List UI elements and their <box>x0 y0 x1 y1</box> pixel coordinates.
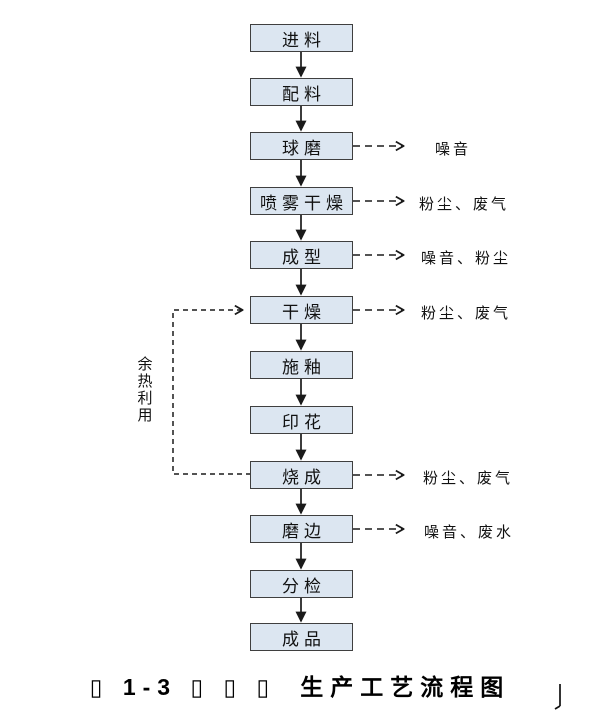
flow-step-box: 球磨 <box>250 132 353 160</box>
flow-step-box: 印花 <box>250 406 353 434</box>
flow-step-box: 干燥 <box>250 296 353 324</box>
flow-step-box: 磨边 <box>250 515 353 543</box>
flow-step-label: 烧成 <box>282 467 326 487</box>
emission-label: 噪音、废水 <box>424 525 515 541</box>
flow-step-label: 球磨 <box>282 138 326 158</box>
figure-caption: ▯ 1-3 ▯ ▯ ▯ 生产工艺流程图 <box>0 668 600 702</box>
flow-step-box: 进料 <box>250 24 353 52</box>
waste-heat-loop-label: 余热利用 <box>137 357 153 424</box>
flow-step-box: 分检 <box>250 570 353 598</box>
flow-step-box: 成品 <box>250 623 353 651</box>
flow-step-box: 施釉 <box>250 351 353 379</box>
flow-step-box: 烧成 <box>250 461 353 489</box>
emission-label: 噪音 <box>435 142 472 158</box>
emission-label: 粉尘、废气 <box>423 471 514 487</box>
flow-step-box: 成型 <box>250 241 353 269</box>
flow-step-box: 配料 <box>250 78 353 106</box>
figure-caption-title: 生产工艺流程图 <box>300 675 511 700</box>
emission-label: 粉尘、废气 <box>419 197 510 213</box>
flow-step-label: 印花 <box>282 412 326 432</box>
flow-step-label: 施釉 <box>282 357 326 377</box>
flow-step-box: 喷雾干燥 <box>250 187 353 215</box>
text-cursor-icon <box>554 684 561 710</box>
flow-step-label: 磨边 <box>282 521 326 541</box>
flow-step-label: 进料 <box>282 30 326 50</box>
flow-step-label: 配料 <box>282 84 326 104</box>
flow-step-label: 成型 <box>282 247 326 267</box>
emission-label: 噪音、粉尘 <box>421 251 512 267</box>
flow-step-label: 分检 <box>282 576 326 596</box>
figure-caption-number: ▯ 1-3 ▯ ▯ ▯ <box>89 674 277 700</box>
flow-step-label: 干燥 <box>282 302 326 322</box>
flow-step-label: 喷雾干燥 <box>260 193 348 213</box>
flow-step-label: 成品 <box>282 629 326 649</box>
emission-label: 粉尘、废气 <box>421 306 512 322</box>
